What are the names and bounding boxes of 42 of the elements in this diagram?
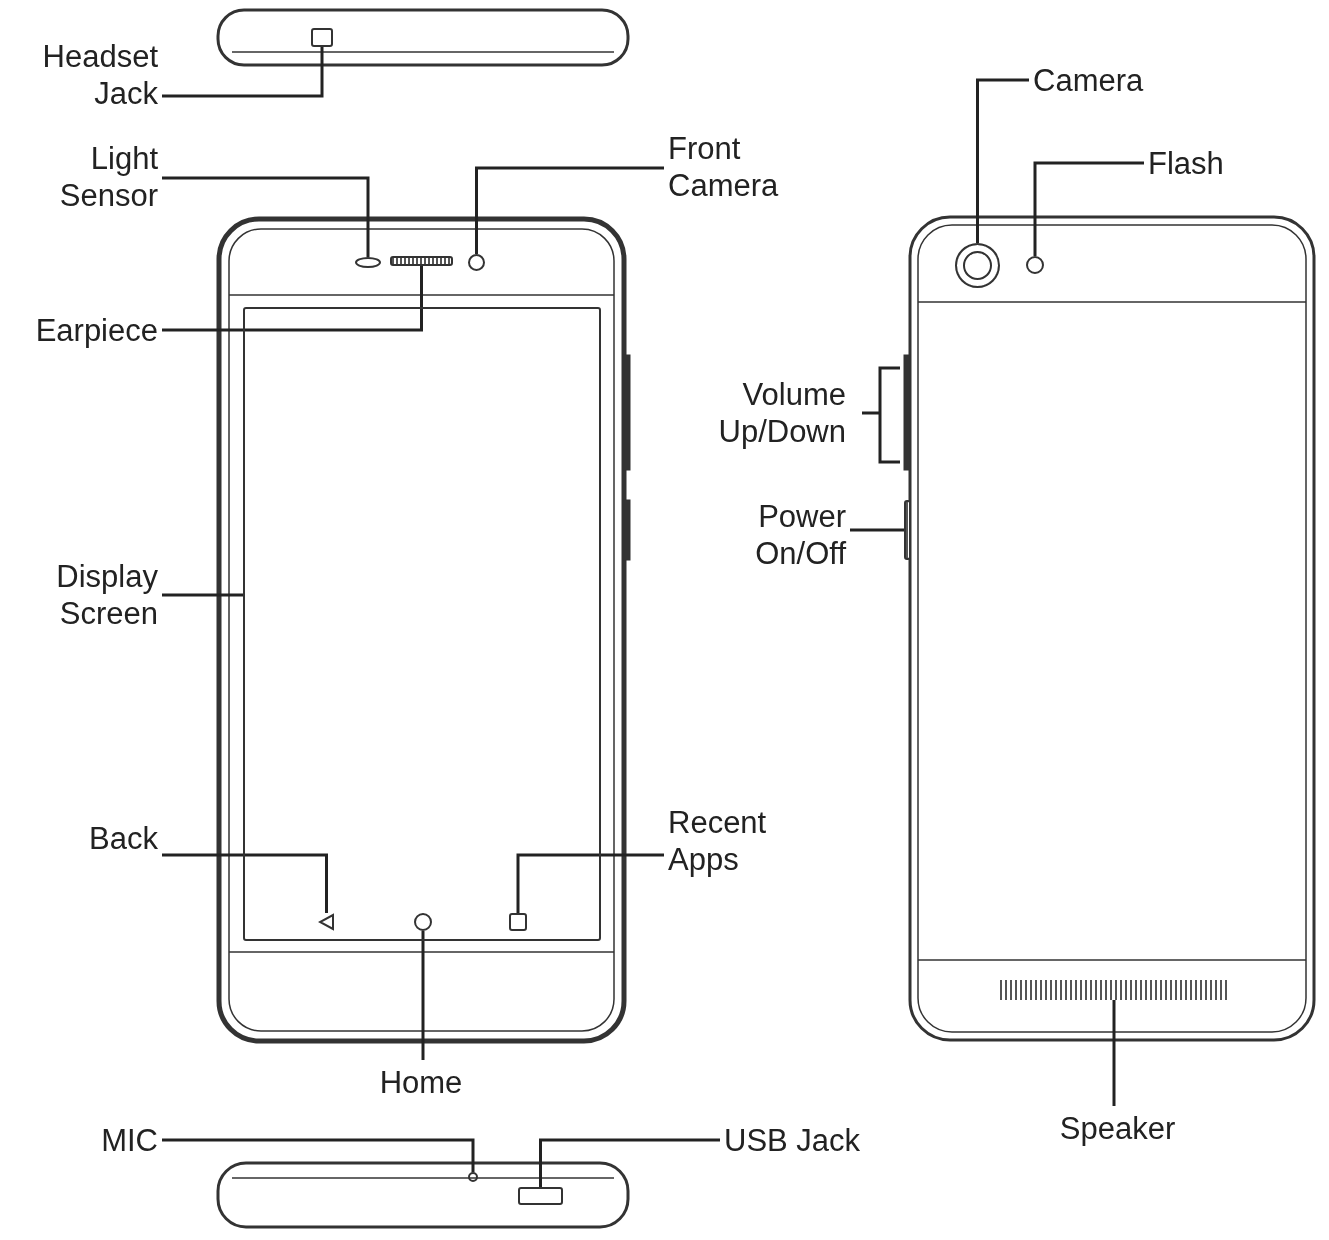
leader-line [162, 176, 370, 257]
part-label: Headset Jack [0, 36, 158, 114]
leader-line [516, 853, 664, 913]
part-label: Home [360, 1062, 482, 1102]
leader-line [1112, 1000, 1116, 1106]
part-label: MIC [0, 1120, 158, 1160]
light-sensor [355, 257, 381, 268]
microphone-hole [468, 1172, 478, 1182]
leader-line [162, 853, 328, 913]
leader-line [539, 1138, 720, 1187]
part-label: Power On/Off [680, 496, 846, 574]
leader-line [162, 47, 324, 98]
part-label: Front Camera [668, 128, 828, 206]
display-screen [243, 307, 601, 941]
part-label: Light Sensor [0, 138, 158, 216]
flash-light [1026, 256, 1044, 274]
power-button [904, 500, 911, 560]
back-key [318, 913, 335, 931]
recent-apps-key [509, 913, 527, 931]
front-camera-lens [468, 254, 485, 271]
rear-camera-lens [955, 243, 1000, 288]
part-label: Back [0, 818, 158, 858]
part-label: Volume Up/Down [717, 376, 846, 451]
part-label: USB Jack [724, 1120, 914, 1160]
leader-line [162, 1138, 475, 1172]
leader-line [1033, 161, 1144, 256]
home-key [414, 913, 432, 931]
usb-port [518, 1187, 563, 1205]
leader-line [475, 166, 664, 254]
earpiece-grille [390, 256, 453, 266]
leader-line [162, 266, 423, 332]
headset-jack-port [311, 28, 333, 47]
part-label: Camera [1033, 60, 1193, 100]
leader-line [850, 528, 904, 532]
leader-line [421, 931, 425, 1060]
part-label: Recent Apps [668, 802, 828, 880]
part-label: Earpiece [0, 310, 158, 350]
part-label: Speaker [1040, 1108, 1195, 1148]
leader-line [976, 78, 1029, 243]
part-label: Flash [1148, 143, 1268, 183]
part-label: Display Screen [0, 556, 158, 634]
leader-line [162, 593, 243, 597]
